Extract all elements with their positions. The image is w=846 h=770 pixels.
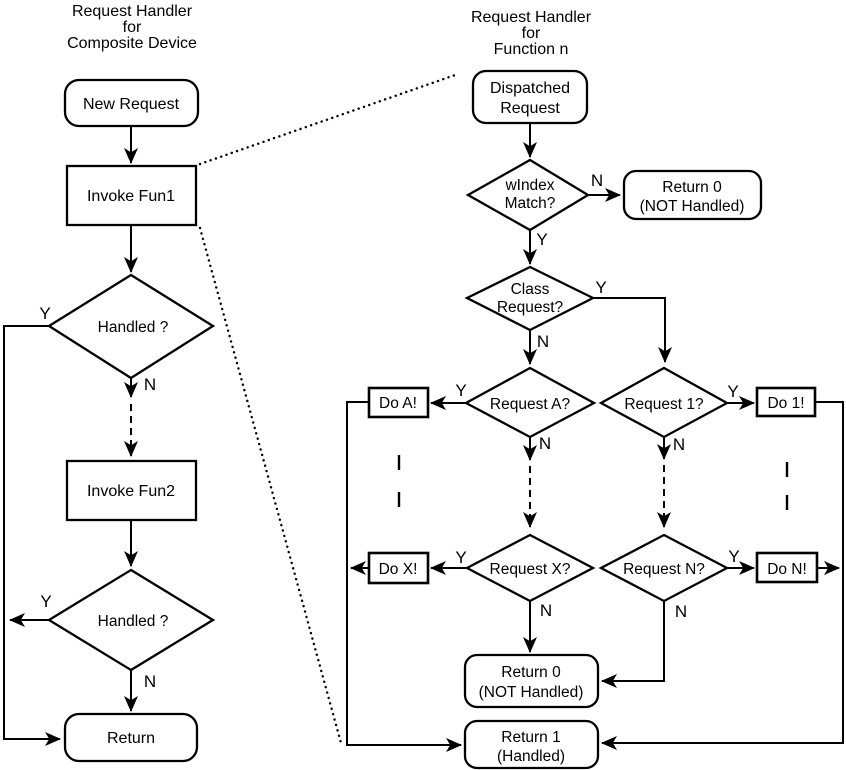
dotted-expansion-line-bottom bbox=[198, 226, 343, 745]
class-request-label2: Request? bbox=[497, 299, 564, 316]
right-flowchart: Request Handler for Function n Dispatche… bbox=[346, 9, 844, 770]
handled1-yes-label: Y bbox=[39, 304, 50, 323]
request-a-label: Request A? bbox=[490, 396, 571, 413]
return-label: Return bbox=[107, 730, 155, 747]
do-1-label: Do 1! bbox=[767, 395, 804, 412]
request-x-yes-label: Y bbox=[455, 548, 466, 567]
rail-left-to-return1 bbox=[346, 401, 462, 752]
windex-match-label2: Match? bbox=[505, 195, 556, 212]
request-1-label: Request 1? bbox=[624, 396, 704, 413]
handled1-no-label: N bbox=[144, 375, 156, 394]
windex-yes-label: Y bbox=[536, 230, 547, 249]
return-node bbox=[63, 712, 199, 763]
right-title-line3: Function n bbox=[494, 41, 569, 58]
left-title: Request Handler for Composite Device bbox=[67, 3, 197, 52]
return1-label1: Return 1 bbox=[501, 729, 560, 746]
request-x-no-label: N bbox=[540, 601, 552, 620]
request-n-yes-label: Y bbox=[728, 547, 739, 566]
arrow-class-yes-to-request1 bbox=[593, 297, 672, 363]
class-yes-label: Y bbox=[595, 278, 606, 297]
request-1-no-label: N bbox=[673, 435, 685, 454]
right-title-line2: for bbox=[522, 25, 541, 42]
class-no-label: N bbox=[537, 332, 549, 351]
left-flowchart: Request Handler for Composite Device New… bbox=[3, 3, 216, 763]
return0-bottom-label1: Return 0 bbox=[501, 664, 561, 681]
right-title: Request Handler for Function n bbox=[471, 9, 592, 58]
do-n-label: Do N! bbox=[767, 561, 807, 578]
expansion-dotted-lines bbox=[198, 72, 460, 745]
return1-node bbox=[463, 719, 600, 770]
invoke-fun1-node bbox=[65, 164, 198, 227]
request-n-no-label: N bbox=[675, 602, 687, 621]
return0-bottom-node bbox=[463, 653, 600, 709]
handled2-label: Handled ? bbox=[98, 613, 169, 630]
arrow-requestn-no-to-return0 bbox=[601, 601, 665, 688]
handled2-no-label: N bbox=[144, 672, 156, 691]
class-request-label1: Class bbox=[511, 281, 550, 298]
do-1-node bbox=[755, 386, 817, 418]
left-title-line2: for bbox=[123, 19, 142, 36]
rail-right-to-return1 bbox=[601, 401, 844, 750]
windex-no-label: N bbox=[591, 171, 603, 190]
dispatched-request-label2: Request bbox=[500, 100, 560, 117]
request-1-yes-label: Y bbox=[727, 382, 738, 401]
request-x-label: Request X? bbox=[490, 561, 571, 578]
do-a-node bbox=[367, 386, 430, 419]
return0-top-label2: (NOT Handled) bbox=[640, 198, 745, 215]
request-a-yes-label: Y bbox=[455, 381, 466, 400]
dotted-expansion-line-top bbox=[198, 72, 460, 166]
return0-top-node bbox=[622, 169, 763, 221]
do-n-node bbox=[755, 551, 819, 584]
do-a-label: Do A! bbox=[379, 395, 417, 412]
right-title-line1: Request Handler bbox=[471, 9, 592, 26]
request-a-no-label: N bbox=[539, 434, 551, 453]
do-x-label: Do X! bbox=[379, 561, 418, 578]
handled1-label: Handled ? bbox=[98, 319, 169, 336]
invoke-fun1-label: Invoke Fun1 bbox=[87, 188, 175, 205]
do-x-node bbox=[367, 551, 430, 585]
return1-label2: (Handled) bbox=[497, 748, 565, 765]
handled2-yes-label: Y bbox=[40, 592, 51, 611]
rail-handled-yes-to-return bbox=[3, 325, 61, 746]
dispatched-request-label1: Dispatched bbox=[490, 80, 570, 97]
invoke-fun2-label: Invoke Fun2 bbox=[87, 483, 175, 500]
left-title-line1: Request Handler bbox=[72, 3, 193, 20]
request-n-label: Request N? bbox=[623, 561, 705, 578]
invoke-fun2-node bbox=[65, 459, 198, 522]
return0-bottom-label2: (NOT Handled) bbox=[479, 684, 584, 701]
new-request-label: New Request bbox=[83, 96, 180, 113]
windex-match-label1: wIndex bbox=[504, 177, 554, 194]
return0-top-label1: Return 0 bbox=[662, 179, 722, 196]
left-title-line3: Composite Device bbox=[67, 35, 197, 52]
